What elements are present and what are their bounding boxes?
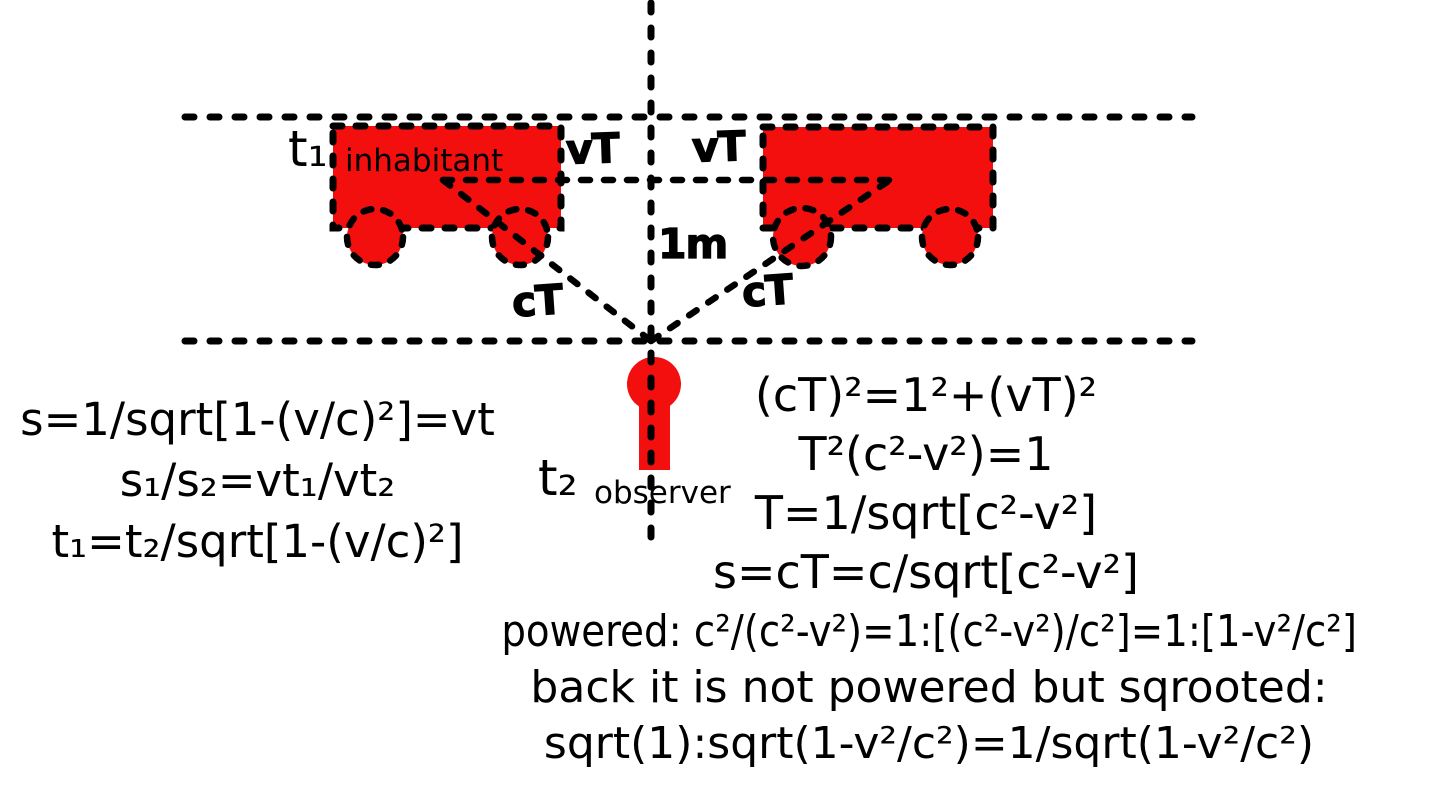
right-railcar-rear-wheel: [918, 205, 982, 269]
equation-bottom-3: sqrt(1):sqrt(1-v²/c²)=1/sqrt(1-v²/c²): [543, 718, 1315, 769]
equation-left-2: s₁/s₂=vt₁/vt₂: [119, 454, 396, 507]
equation-bottom-2: back it is not powered but sqrooted:: [530, 662, 1328, 713]
equation-right-4: s=cT=c/sqrt[c²-v²]: [713, 545, 1139, 599]
equation-left-3: t₁=t₂/sqrt[1-(v/c)²]: [51, 515, 464, 568]
equation-left-1: s=1/sqrt[1-(v/c)²]=vt: [20, 393, 495, 446]
observer-label: observer: [594, 475, 731, 511]
one-meter-label: 1m: [657, 220, 729, 268]
cT-left-label: cT: [510, 275, 565, 328]
light-path-right: [647, 176, 894, 345]
inhabitant-label: inhabitant: [345, 143, 504, 179]
vT-right-label: vT: [691, 121, 747, 172]
t2-label: t₂: [538, 449, 578, 507]
equation-bottom-1: powered: c²/(c²-v²)=1:[(c²-v²)/c²]=1:[1-…: [501, 606, 1357, 657]
cT-right-label: cT: [740, 265, 795, 318]
light-path-left: [439, 176, 655, 345]
equations-bottom-block: powered: c²/(c²-v²)=1:[(c²-v²)/c²]=1:[1-…: [374, 604, 1449, 772]
equation-right-3: T=1/sqrt[c²-v²]: [754, 486, 1098, 540]
vT-left-label: vT: [565, 123, 621, 174]
equation-right-1: (cT)²=1²+(vT)²: [754, 368, 1098, 422]
equation-right-2: T²(c²-v²)=1: [798, 427, 1054, 481]
t1-label: t₁: [288, 120, 328, 178]
equations-right-block: (cT)²=1²+(vT)² T²(c²-v²)=1 T=1/sqrt[c²-v…: [700, 366, 1152, 602]
left-railcar-front-wheel: [343, 205, 407, 269]
equations-left-block: s=1/sqrt[1-(v/c)²]=vt s₁/s₂=vt₁/vt₂ t₁=t…: [0, 389, 515, 572]
